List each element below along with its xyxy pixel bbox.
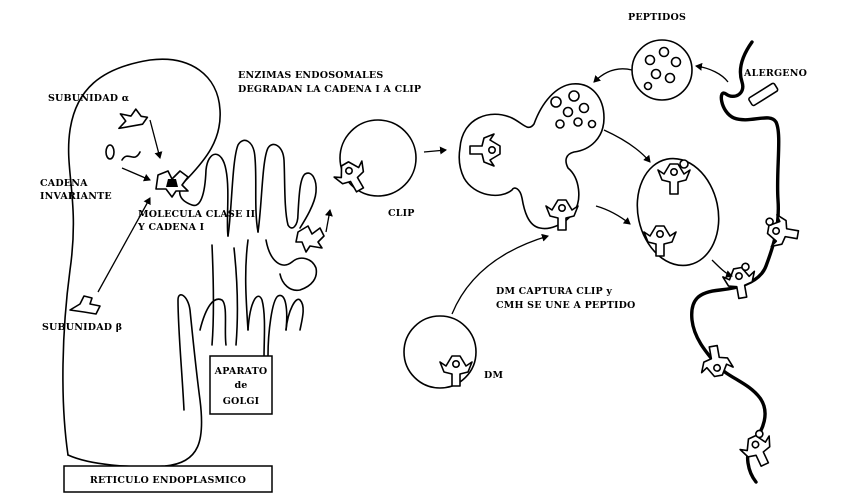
label-aparato: APARATO xyxy=(214,366,268,377)
fused-compartment xyxy=(459,84,604,230)
label-golgi: GOLGI xyxy=(223,396,260,407)
plasma-membrane xyxy=(692,42,779,482)
arrow-alfa-to-complex xyxy=(150,120,160,158)
label-reticulo: RETICULO ENDOPLASMICO xyxy=(90,475,246,486)
endosome-vesicle xyxy=(331,120,416,198)
label-peptidos: PEPTIDOS xyxy=(628,12,686,23)
label-alergeno: ALERGENO xyxy=(743,68,807,79)
surface-mhc-1 xyxy=(762,213,801,250)
label-aparato-de: de xyxy=(234,380,247,391)
label-subunidad-beta: SUBUNIDAD β xyxy=(42,322,122,333)
label-molecula-2: Y CADENA I xyxy=(137,222,205,233)
label-enzimas-2: DEGRADAN LA CADENA I A CLIP xyxy=(238,84,421,95)
loaded-mhc-vesicle xyxy=(628,151,729,273)
dm-vesicle xyxy=(404,316,476,388)
clase-ii-complex xyxy=(156,171,188,197)
arrow-golgi-to-vesicle xyxy=(326,210,330,232)
arrow-allergen-to-peptides xyxy=(696,66,728,82)
arrow-loaded-to-membrane xyxy=(712,260,732,276)
label-subunidad-alfa: SUBUNIDAD α xyxy=(48,93,130,104)
subunidad-alfa-molecule xyxy=(116,107,148,128)
label-enzimas-1: ENZIMAS ENDOSOMALES xyxy=(238,70,383,81)
arrow-peptides-to-fusion xyxy=(594,69,632,82)
subunidad-beta-molecule xyxy=(70,296,100,314)
arrow-invariant-to-complex xyxy=(122,168,150,180)
arrow-fusion-to-loaded xyxy=(604,130,650,162)
label-dm-captura-2: CMH SE UNE A PEPTIDO xyxy=(496,300,636,311)
label-molecula-1: MOLECULA CLASE II xyxy=(138,209,256,220)
peptide-vesicle xyxy=(632,40,692,100)
label-dm-captura-1: DM CAPTURA CLIP y xyxy=(496,286,612,297)
label-dm: DM xyxy=(484,370,503,381)
arrow-endosome-to-fusion xyxy=(424,150,446,152)
arrow-fusion-to-loaded-2 xyxy=(596,206,630,224)
surface-mhc-2 xyxy=(721,262,758,301)
label-clip: CLIP xyxy=(388,208,415,219)
surface-mhc-4 xyxy=(736,427,779,471)
label-cadena-invariante-2: INVARIANTE xyxy=(40,191,112,202)
golgi-molecule xyxy=(296,226,324,252)
label-cadena-invariante-1: CADENA xyxy=(40,178,88,189)
invariant-chain-fragment xyxy=(106,145,140,160)
